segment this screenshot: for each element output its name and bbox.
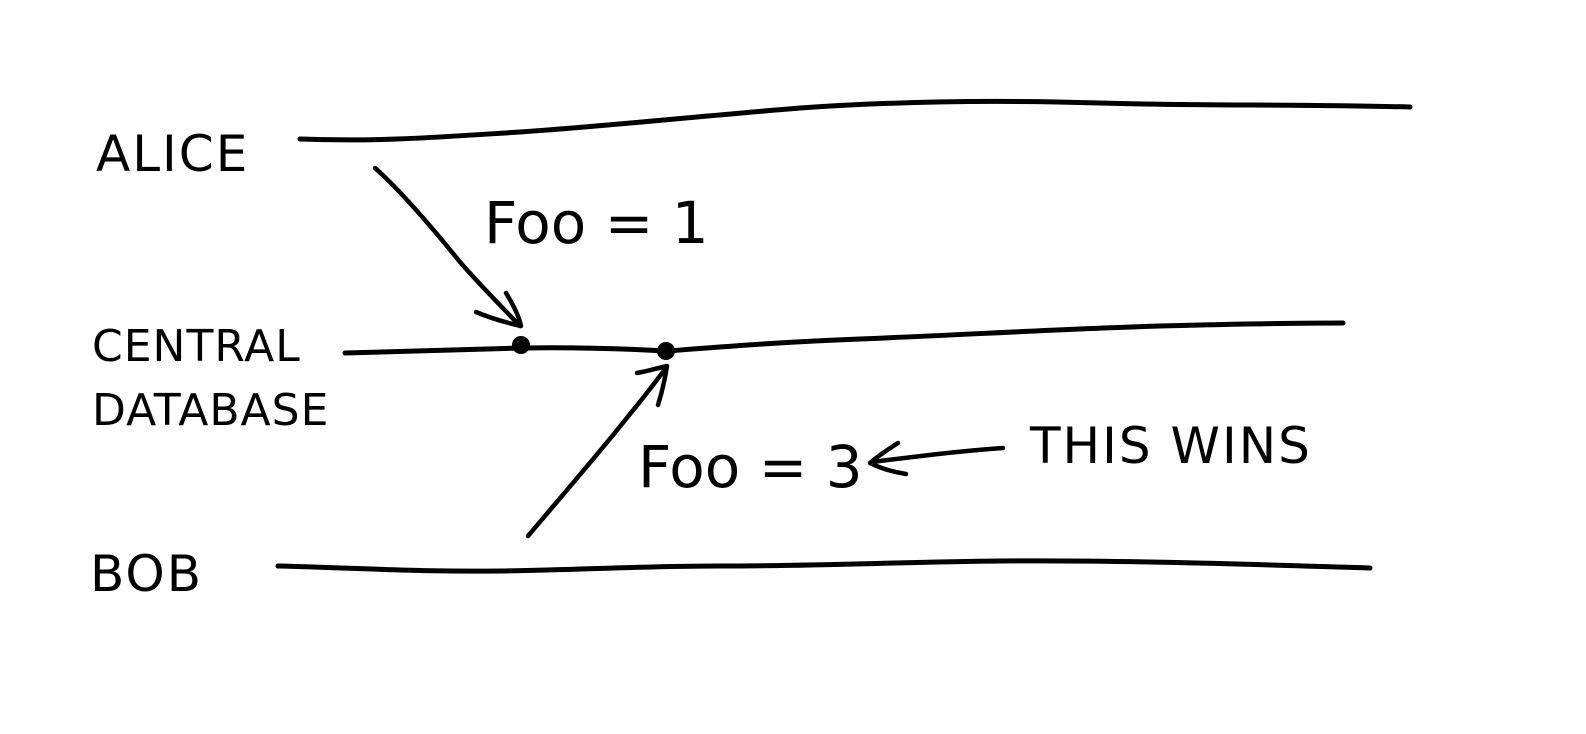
annotation-arrowhead: [867, 440, 909, 477]
bob-timeline: [275, 558, 1373, 574]
this-wins-label: THIS WINS: [1029, 417, 1312, 475]
annotation-arrow: [869, 445, 1006, 465]
alice-timeline: [297, 98, 1413, 143]
bob-write-arrow: [525, 365, 669, 539]
central-database-label-line2: DATABASE: [92, 385, 329, 436]
alice-label: ALICE: [96, 125, 249, 183]
bob-label: BOB: [90, 545, 203, 603]
bob-write-label: Foo = 3: [638, 433, 863, 501]
alice-write-arrowhead: [473, 290, 524, 329]
alice-write-label: Foo = 1: [484, 189, 709, 257]
alice-write-arrow: [372, 165, 523, 329]
bob-write-arrowhead: [634, 363, 670, 408]
bob-write-point: [657, 342, 675, 360]
central-database-label-line1: CENTRAL: [92, 321, 301, 372]
central-database-timeline: [342, 320, 1346, 356]
alice-write-point: [512, 336, 530, 354]
